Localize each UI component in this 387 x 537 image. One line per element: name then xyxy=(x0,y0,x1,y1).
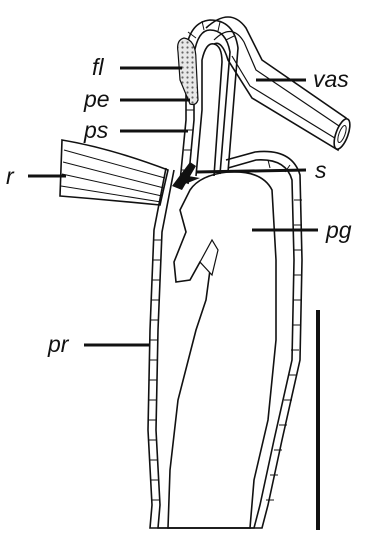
label-vas: vas xyxy=(313,66,349,92)
label-ps: ps xyxy=(83,117,109,143)
leader-s xyxy=(196,170,306,172)
leader-lines xyxy=(28,68,318,345)
label-r: r xyxy=(6,163,15,189)
label-fl: fl xyxy=(92,54,104,80)
flagellum xyxy=(178,38,198,105)
label-s: s xyxy=(315,157,327,183)
label-pe: pe xyxy=(83,86,110,112)
label-pg: pg xyxy=(325,217,352,243)
retractor-muscle xyxy=(60,140,168,205)
body-wall xyxy=(148,151,302,528)
label-pr: pr xyxy=(47,331,70,357)
prostate-gland xyxy=(168,172,276,528)
stylet xyxy=(172,162,200,190)
